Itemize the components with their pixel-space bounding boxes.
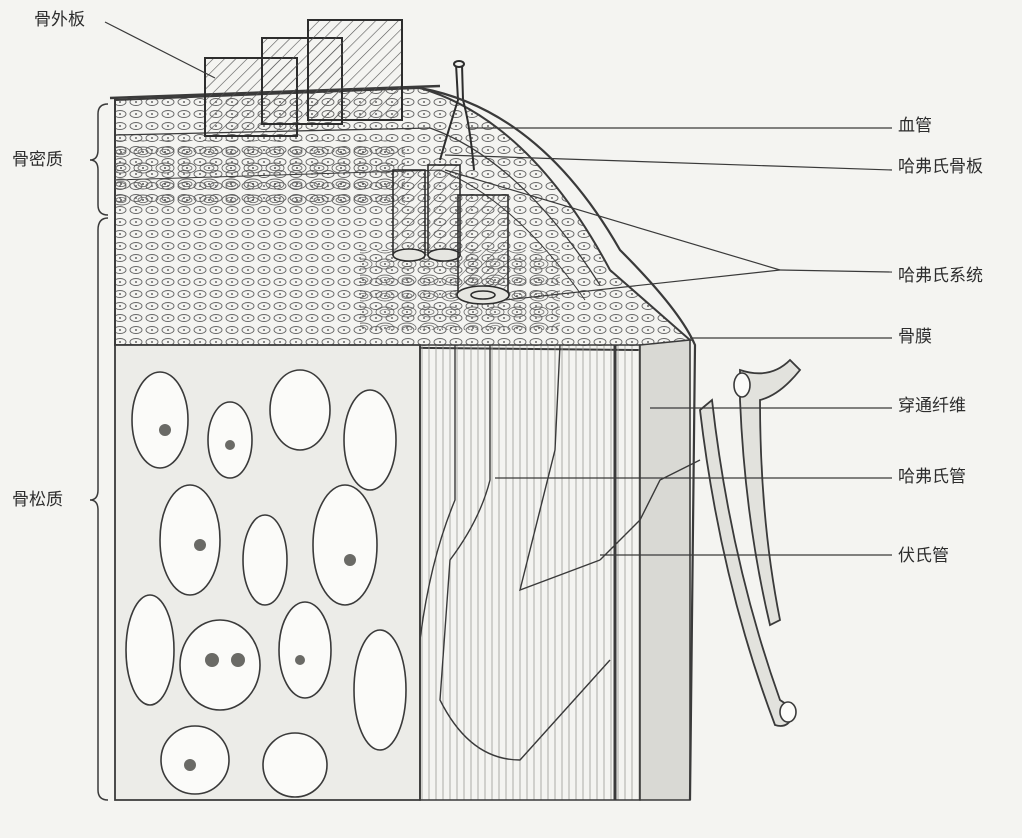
label-haversian-lamella: 哈弗氏骨板 (898, 157, 983, 177)
spongy-bone-region (115, 345, 420, 800)
label-volkmann-canal: 伏氏管 (898, 546, 949, 566)
left-brackets (90, 104, 108, 800)
label-periosteum: 骨膜 (898, 327, 932, 347)
label-blood-vessel: 血管 (898, 116, 932, 136)
compact-bone-cross-section (420, 340, 700, 800)
label-compact-bone: 骨密质 (12, 150, 63, 170)
label-haversian-canal: 哈弗氏管 (898, 467, 966, 487)
label-outer-lamella: 骨外板 (34, 10, 85, 30)
label-spongy-bone: 骨松质 (12, 490, 63, 510)
label-haversian-system: 哈弗氏系统 (898, 266, 983, 286)
label-perforating-fibers: 穿通纤维 (898, 396, 966, 416)
outer-lamella-blocks (205, 20, 402, 136)
